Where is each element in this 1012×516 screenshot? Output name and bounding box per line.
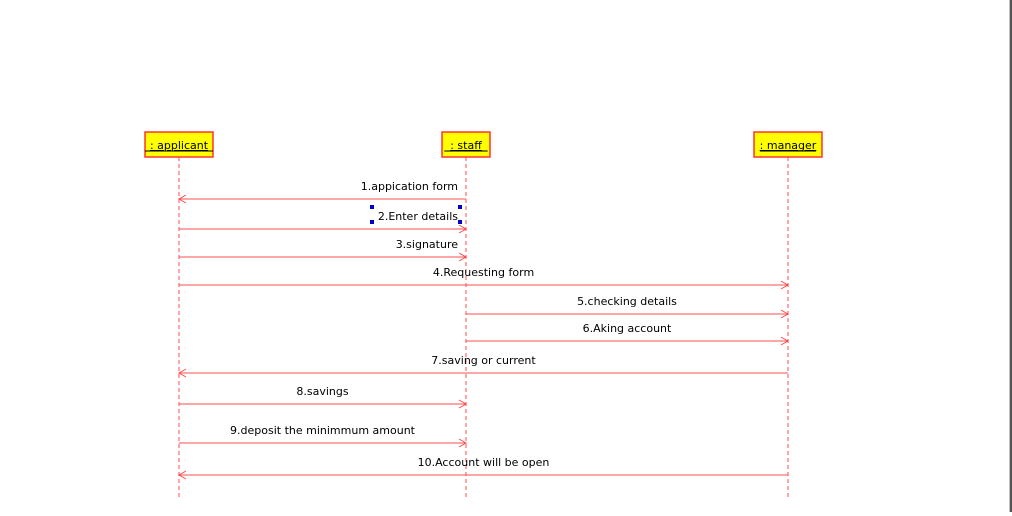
message-arrowhead bbox=[177, 368, 187, 378]
message-3[interactable]: 3.signature bbox=[179, 238, 468, 262]
message-arrowhead bbox=[780, 336, 790, 346]
message-arrowhead bbox=[458, 252, 468, 262]
lifeline-box-manager[interactable] bbox=[753, 131, 823, 158]
lifeline-label-applicant: : applicant bbox=[150, 139, 209, 152]
lifeline-applicant[interactable]: : applicant bbox=[144, 131, 214, 500]
message-4[interactable]: 4.Requesting form bbox=[179, 266, 790, 290]
message-arrowhead bbox=[177, 194, 187, 204]
message-9[interactable]: 9.deposit the minimmum amount bbox=[179, 424, 468, 448]
selection-handles-layer bbox=[370, 205, 462, 224]
message-arrowhead bbox=[780, 280, 790, 290]
lifeline-label-manager: : manager bbox=[760, 139, 817, 152]
selection-handle[interactable] bbox=[458, 205, 462, 209]
message-label-6: 6.Aking account bbox=[583, 322, 672, 335]
message-label-5: 5.checking details bbox=[577, 295, 677, 308]
message-label-4: 4.Requesting form bbox=[433, 266, 534, 279]
message-arrowhead bbox=[458, 224, 468, 234]
message-label-10: 10.Account will be open bbox=[418, 456, 550, 469]
lifeline-staff[interactable]: : staff bbox=[441, 131, 491, 500]
message-6[interactable]: 6.Aking account bbox=[466, 322, 790, 346]
lifelines-layer: : applicant : staff : manager bbox=[144, 131, 823, 500]
lifeline-manager[interactable]: : manager bbox=[753, 131, 823, 500]
message-label-2: 2.Enter details bbox=[378, 210, 458, 223]
message-label-7: 7.saving or current bbox=[431, 354, 536, 367]
selection-handle[interactable] bbox=[370, 205, 374, 209]
message-10[interactable]: 10.Account will be open bbox=[177, 456, 788, 480]
message-5[interactable]: 5.checking details bbox=[466, 295, 790, 319]
messages-layer: 1.appication form 2.Enter details 3.signat… bbox=[177, 180, 790, 480]
window-edge-light bbox=[1009, 0, 1010, 512]
message-label-8: 8.savings bbox=[296, 385, 348, 398]
selection-handle[interactable] bbox=[458, 220, 462, 224]
message-arrowhead bbox=[780, 309, 790, 319]
lifeline-box-applicant[interactable] bbox=[144, 131, 214, 158]
window-edge bbox=[1010, 0, 1012, 512]
message-label-9: 9.deposit the minimmum amount bbox=[230, 424, 416, 437]
message-arrowhead bbox=[458, 438, 468, 448]
lifeline-label-staff: : staff bbox=[450, 139, 482, 152]
message-label-1: 1.appication form bbox=[361, 180, 458, 193]
message-8[interactable]: 8.savings bbox=[179, 385, 468, 409]
message-7[interactable]: 7.saving or current bbox=[177, 354, 788, 378]
message-2[interactable]: 2.Enter details bbox=[179, 210, 468, 234]
selection-handle[interactable] bbox=[370, 220, 374, 224]
message-arrowhead bbox=[458, 399, 468, 409]
lifeline-box-staff[interactable] bbox=[441, 131, 491, 158]
message-arrowhead bbox=[177, 470, 187, 480]
message-label-3: 3.signature bbox=[396, 238, 459, 251]
message-1[interactable]: 1.appication form bbox=[177, 180, 466, 204]
